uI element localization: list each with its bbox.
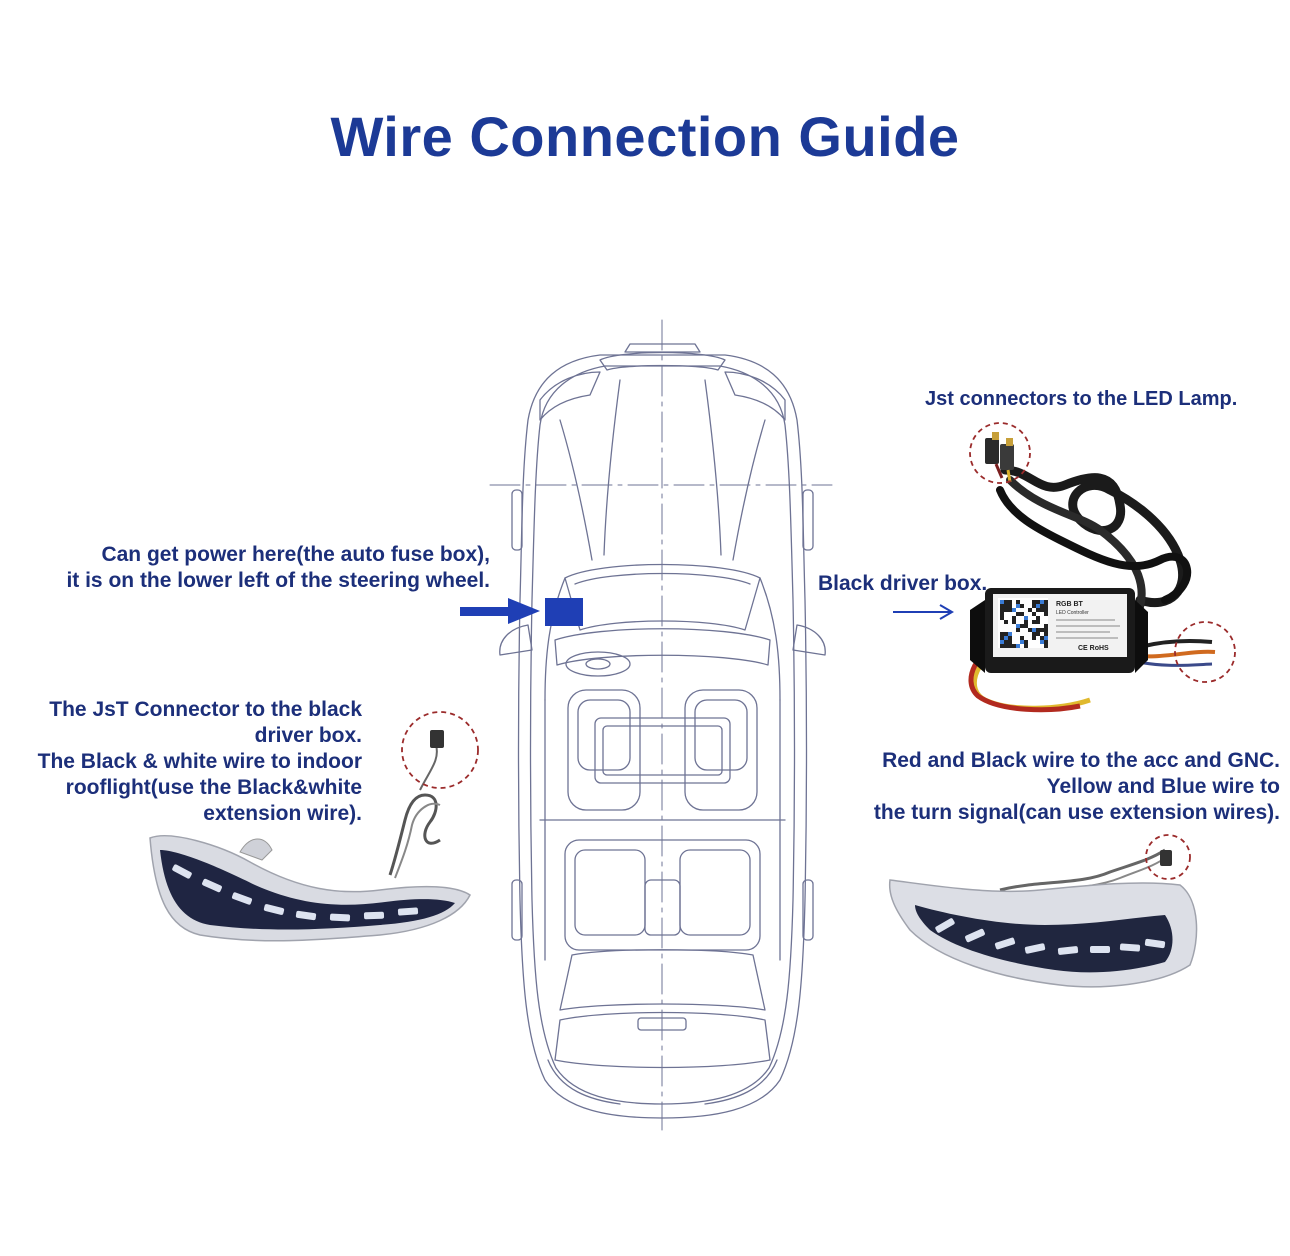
left-lamp-lens: [160, 850, 455, 930]
car-hood-crease-right: [704, 379, 722, 556]
circle-left-jst: [401, 711, 479, 789]
black-cable: [1000, 465, 1188, 608]
car-hood-crease-left: [603, 379, 621, 556]
circle-jst-led-lamp: [969, 422, 1031, 484]
car-hood-line-right: [732, 419, 766, 561]
right-lamp-lens: [915, 905, 1173, 973]
car-sunroof-inner: [602, 725, 723, 776]
car-hood-line-left: [559, 419, 593, 561]
driver-box-ce: CE RoHS: [1078, 645, 1109, 652]
car-steering-hub: [585, 658, 611, 670]
right-jst-plug: [1160, 850, 1172, 866]
car-a-pillar-right: [759, 577, 781, 701]
fuse-box-arrow: [460, 598, 540, 624]
car-rear-window: [559, 949, 766, 1011]
car-seat-front-left: [567, 689, 641, 811]
car-wheel-front-right: [802, 489, 814, 551]
car-windshield-inner: [574, 572, 751, 585]
left-lamp-segments: [172, 864, 419, 922]
left-lamp-wire: [388, 793, 441, 876]
car-mirror-left: [499, 624, 533, 656]
car-taillight-left: [547, 1059, 621, 1105]
car-seat-front-right: [684, 689, 758, 811]
car-taillight-right: [704, 1059, 778, 1105]
car-mirror-right: [792, 624, 826, 656]
car-a-pillar-left: [544, 577, 566, 701]
right-lamp-wires: [999, 848, 1166, 892]
right-lamp-segments: [935, 918, 1166, 955]
label-jst-led-lamp: Jst connectors to the LED Lamp.: [925, 388, 1238, 410]
driver-box-assembly: RGB BT LED Controller CE RoHS: [968, 432, 1216, 713]
car-headlight-left: [539, 371, 601, 421]
car-third-brake-light: [637, 1017, 687, 1031]
driver-box-brand: RGB BT: [1056, 601, 1084, 608]
label-fuse-box: Can get power here(the auto fuse box), i…: [66, 543, 490, 592]
left-lamp-wire-upper: [419, 744, 438, 791]
black-cable-3: [996, 486, 1192, 604]
circle-right-wires: [1174, 621, 1236, 683]
led-lamp-left: [149, 730, 471, 942]
car-dashboard: [554, 628, 771, 666]
car-wheel-rear-left: [511, 879, 523, 941]
left-jst-plug: [430, 730, 444, 748]
fuse-box-marker: [545, 598, 583, 626]
jst-plugs-top: [985, 432, 1014, 483]
car-body-outline: [517, 354, 808, 1119]
car-steering-wheel: [565, 651, 631, 677]
car-trunk: [554, 1011, 771, 1069]
car-wheel-rear-right: [802, 879, 814, 941]
car-headlight-right: [724, 371, 786, 421]
car-wheel-front-left: [511, 489, 523, 551]
driver-box-side-right: [1135, 600, 1148, 673]
label-left-connector: The JsT Connector to the black driver bo…: [37, 698, 362, 825]
car-top-view: [489, 319, 833, 1131]
car-seat-front-left-inner: [577, 699, 631, 771]
car-front-intake: [624, 343, 701, 353]
car-front-grille: [599, 351, 726, 371]
car-body-inner-outline: [529, 365, 796, 1105]
led-lamp-right: [888, 848, 1198, 988]
car-sunroof: [594, 717, 731, 784]
car-seat-rear-right: [679, 849, 751, 936]
page-title: Wire Connection Guide: [330, 105, 960, 168]
circle-right-jst: [1145, 834, 1191, 880]
car-seat-rear-center: [644, 879, 681, 936]
driver-box-side: [970, 600, 985, 673]
qr-code: [998, 598, 1048, 648]
driver-box-arrow: [893, 604, 954, 620]
left-lamp-clip: [239, 838, 273, 861]
label-right-wires: Red and Black wire to the acc and GNC. Y…: [873, 749, 1280, 824]
left-lamp-wire-2: [394, 802, 441, 879]
label-driver-box: Black driver box.: [818, 572, 988, 595]
driver-box-fineprint: [1056, 619, 1120, 639]
black-cable-2: [1006, 476, 1146, 624]
car-seat-rear-left: [574, 849, 646, 936]
car-seat-front-right-inner: [694, 699, 748, 771]
driver-box-sub: LED Controller: [1056, 610, 1089, 616]
